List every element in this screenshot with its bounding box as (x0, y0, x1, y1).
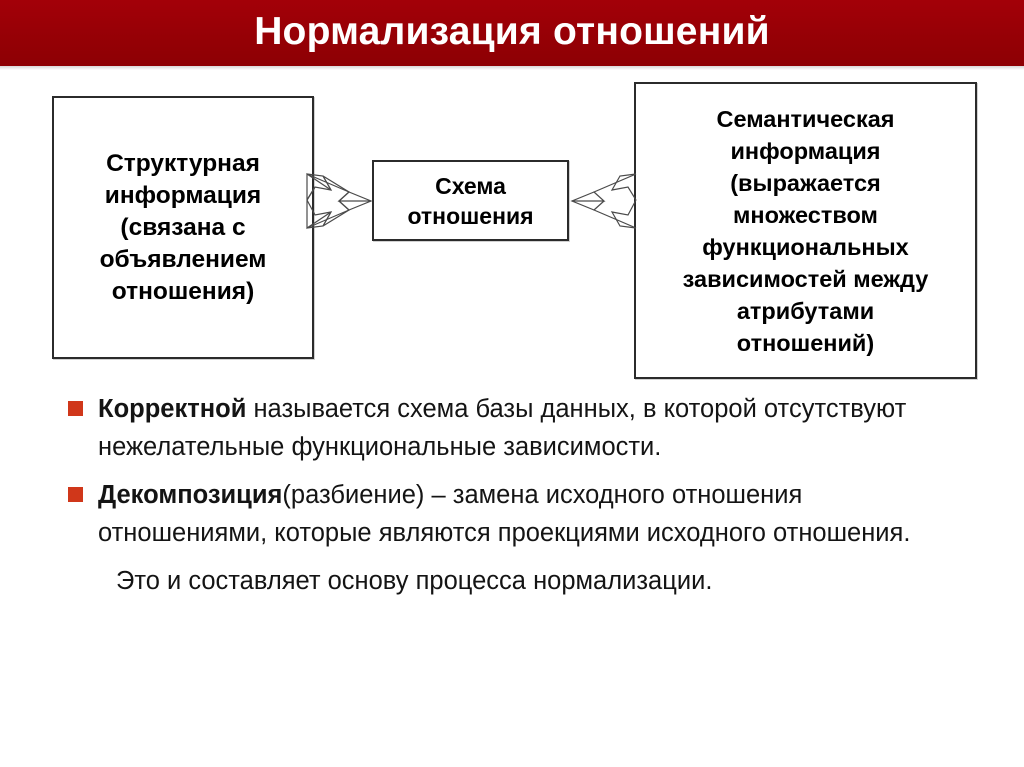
structural-information-box-label: Структурная информация (связана с объявл… (99, 149, 267, 305)
title-banner (0, 0, 1024, 66)
closing-line-row: Это и составляет основу процесса нормали… (58, 562, 978, 600)
title-banner-shadow (0, 66, 1024, 70)
bullet-lead-term: Декомпозиция (98, 481, 283, 509)
semantic-information-box: Семантическая информация (выражается мно… (634, 82, 977, 379)
list-item: Корректной называется схема базы данных,… (58, 390, 978, 466)
relation-schema-box: Схема отношения (372, 160, 569, 241)
body-content: Корректной называется схема базы данных,… (58, 390, 978, 600)
closing-line-text: Это и составляет основу процесса нормали… (116, 567, 713, 595)
square-bullet-icon (68, 401, 83, 416)
bullet-paragraph: Декомпозиция(разбиение) – замена исходно… (98, 476, 978, 552)
square-bullet-icon (68, 487, 83, 502)
page-title: Нормализация отношений (254, 10, 770, 53)
bullet-paragraph: Корректной называется схема базы данных,… (98, 390, 978, 466)
relation-schema-box-label: Схема отношения (407, 172, 534, 229)
semantic-information-box-label: Семантическая информация (выражается мно… (682, 105, 929, 356)
arrow-left-notched-icon (570, 173, 637, 229)
list-item: Декомпозиция(разбиение) – замена исходно… (58, 476, 978, 552)
bullet-rest-text: (разбиение) – замена исходного отношения… (98, 481, 911, 547)
structural-information-box: Структурная информация (связана с объявл… (52, 96, 314, 359)
bullet-rest-text: называется схема базы данных, в которой … (98, 395, 907, 461)
bullet-lead-term: Корректной (98, 395, 247, 423)
arrow-right-notched-icon (306, 172, 373, 230)
